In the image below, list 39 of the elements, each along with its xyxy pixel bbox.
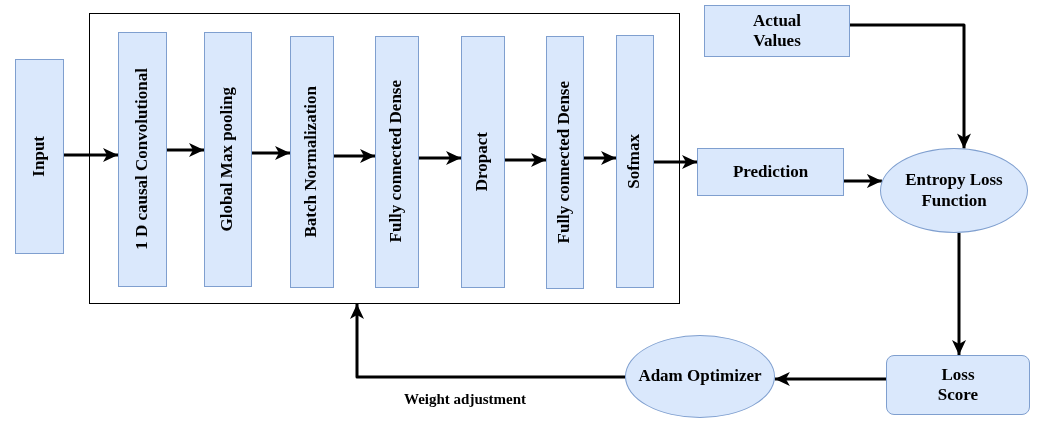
layer-label: Sofmax [625,133,644,189]
arrow [350,304,625,379]
layer-label: Input [30,136,49,177]
layer-label: 1 D causal Convolutional [132,68,152,250]
layer-label: Batch Normalization [302,85,321,238]
arrow [952,232,966,355]
layer-label: Fully connected Dense [387,80,406,243]
process-box [697,148,844,196]
arrow [419,151,461,165]
arrow [167,143,204,157]
node-label: Actual Values [751,10,803,52]
process-box [704,5,850,57]
arrow [505,153,546,167]
arrow [252,146,290,160]
arrow [584,151,616,165]
layer-box [203,31,252,287]
layer-box [374,35,419,288]
node-label: Entropy Loss Function [904,170,1004,211]
layer-label: Dropact [473,131,492,192]
node-label: Prediction [732,161,809,183]
layer-box [615,34,654,288]
arrow [850,23,971,149]
layer-box [15,59,64,254]
arrow [774,372,886,386]
layer-box [460,35,505,288]
arrow [844,174,882,188]
arrow [334,149,375,163]
edge-label: Weight adjustment [402,391,529,408]
arrow [64,148,118,162]
process-box [886,355,1030,415]
layer-box [289,35,334,288]
layer-label: Global Max pooling [218,86,237,232]
node-label: Loss Score [936,364,980,406]
layer-label: Fully connected Dense [555,80,574,244]
layer-box [117,31,167,287]
arrow [654,155,697,169]
layer-box [545,35,584,289]
node-label: Adam Optimizer [638,366,762,387]
network-frame [89,13,680,304]
